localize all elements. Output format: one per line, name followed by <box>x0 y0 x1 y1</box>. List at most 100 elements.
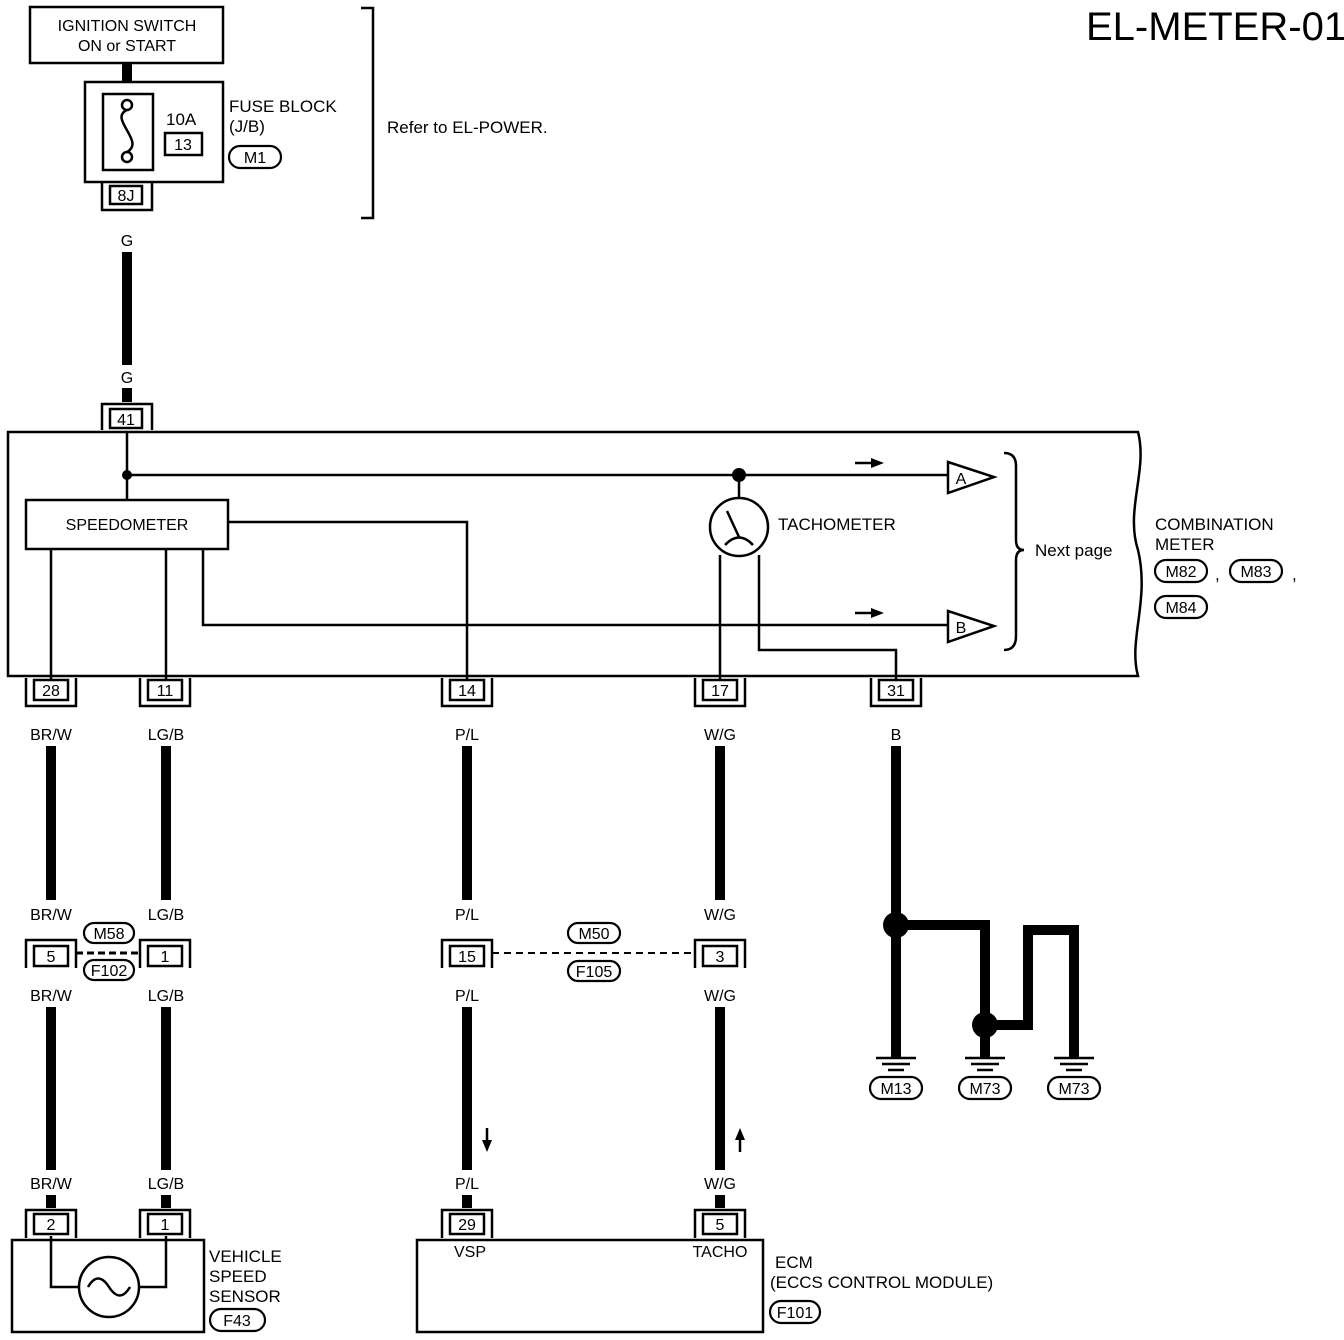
meter-input-terminal: 41 <box>117 412 135 429</box>
wire-wg-3: W/G <box>704 988 736 1005</box>
vss-line1: VEHICLE <box>209 1247 282 1266</box>
combination-meter-box <box>6 430 1143 678</box>
joint-connector-m58: 5 1 M58 F102 <box>24 921 192 982</box>
wire-wg-1: W/G <box>704 727 736 744</box>
fuse-block-title: FUSE BLOCK <box>229 97 337 116</box>
speedometer-label: SPEEDOMETER <box>66 517 189 534</box>
vss-line3: SENSOR <box>209 1287 281 1306</box>
vss-pin-1: 1 <box>161 1217 170 1234</box>
wire-brw-1: BR/W <box>30 727 73 744</box>
flow-arrow-icon <box>871 458 884 468</box>
fuse-block: 10A 13 8J FUSE BLOCK (J/B) M1 <box>83 80 337 212</box>
meter-terminal-11: 11 <box>138 678 192 708</box>
arrow-a-label: A <box>956 471 967 488</box>
connector-separator-2: , <box>1292 565 1297 584</box>
vss-pin-2: 2 <box>47 1217 56 1234</box>
joint-pin-3: 3 <box>716 949 725 966</box>
combination-meter-line1: COMBINATION <box>1155 515 1274 534</box>
ignition-line1: IGNITION SWITCH <box>58 18 197 35</box>
ignition-line2: ON or START <box>78 38 176 55</box>
joint-conn-m58: M58 <box>93 926 124 943</box>
wire-brw-2: BR/W <box>30 907 73 924</box>
fuse-icon <box>120 108 134 154</box>
wire-pl-2: P/L <box>455 907 479 924</box>
meter-terminal-14: 14 <box>440 678 494 708</box>
terminal-31-label: 31 <box>887 683 905 700</box>
ignition-switch: IGNITION SWITCH ON or START <box>28 5 225 65</box>
wire-b-g3: B <box>1023 968 1034 985</box>
joint-connector-m50: 15 3 M50 F105 <box>440 921 747 983</box>
fuse-block-connector: M1 <box>244 150 266 167</box>
meter-connector-2: M83 <box>1240 564 1271 581</box>
wire-pl-4: P/L <box>455 1176 479 1193</box>
ground-connector-3: M73 <box>1058 1081 1089 1098</box>
tachometer-label: TACHOMETER <box>778 515 896 534</box>
vehicle-speed-sensor: 2 1 VEHICLE SPEED SENSOR F43 <box>10 1208 282 1334</box>
next-page-label: Next page <box>1035 541 1113 560</box>
arrow-b-label: B <box>956 620 967 637</box>
speedometer-box <box>24 498 230 551</box>
ecm-tacho-label: TACHO <box>693 1244 748 1261</box>
vss-connector: F43 <box>223 1313 251 1330</box>
ecm-line2: (ECCS CONTROL MODULE) <box>770 1273 993 1292</box>
ecm-line1: ECM <box>775 1253 813 1272</box>
ground-icon <box>965 1056 1005 1072</box>
wire-color-g-top: G <box>121 233 133 250</box>
joint-conn-f102: F102 <box>91 963 128 980</box>
wire-lgb-2: LG/B <box>148 907 184 924</box>
wire-lgb-3: LG/B <box>148 988 184 1005</box>
fuse-block-sub: (J/B) <box>229 117 265 136</box>
wire-brw-3: BR/W <box>30 988 73 1005</box>
ecm-module: 29 5 VSP TACHO ECM (ECCS CONTROL MODULE)… <box>415 1208 993 1334</box>
signal-up-arrow-icon <box>735 1128 745 1140</box>
wire-lgb-4: LG/B <box>148 1176 184 1193</box>
signal-down-arrow-icon <box>482 1140 492 1152</box>
joint-conn-f105: F105 <box>576 964 613 981</box>
connector-separator-1: , <box>1215 565 1220 584</box>
next-page-a-icon <box>946 460 998 495</box>
tachometer-gauge-icon <box>708 496 770 558</box>
ecm-pin-29: 29 <box>458 1217 476 1234</box>
wire-lgb-1: LG/B <box>148 727 184 744</box>
ground-icon <box>1054 1056 1094 1072</box>
meter-terminal-31: 31 <box>869 678 923 708</box>
ecm-connector: F101 <box>777 1305 814 1322</box>
meter-terminal-28: 28 <box>24 678 78 708</box>
wire-b-g4: B <box>1069 968 1080 985</box>
page-id: EL-METER-01 <box>1086 5 1344 49</box>
next-page-b-icon <box>946 609 998 644</box>
joint-pin-5: 5 <box>47 949 56 966</box>
wire-wg-2: W/G <box>704 907 736 924</box>
meter-terminal-17: 17 <box>693 678 747 708</box>
ground-icon <box>876 1056 916 1072</box>
meter-connector-1: M82 <box>1165 564 1196 581</box>
terminal-17-label: 17 <box>711 683 729 700</box>
meter-connector-3: M84 <box>1165 600 1196 617</box>
terminal-14-label: 14 <box>458 683 476 700</box>
refer-text: Refer to EL-POWER. <box>387 118 548 137</box>
wire-pl-1: P/L <box>455 727 479 744</box>
joint-conn-m50: M50 <box>578 926 609 943</box>
flow-arrow-icon <box>871 608 884 618</box>
ecm-pin-5: 5 <box>716 1217 725 1234</box>
wire-b-g2: B <box>980 968 991 985</box>
ground-connector-2: M73 <box>969 1081 1000 1098</box>
wire-wg-4: W/G <box>704 1176 736 1193</box>
combination-meter-line2: METER <box>1155 535 1215 554</box>
fuse-number: 13 <box>174 137 192 154</box>
fuse-terminal: 8J <box>118 188 135 205</box>
wire-b-1: B <box>891 727 902 744</box>
vss-line2: SPEED <box>209 1267 267 1286</box>
wire-color-g-bottom: G <box>121 370 133 387</box>
ecm-vsp-label: VSP <box>454 1244 486 1261</box>
wire-pl-3: P/L <box>455 988 479 1005</box>
terminal-28-label: 28 <box>42 683 60 700</box>
joint-pin-1: 1 <box>161 949 170 966</box>
wire-b-g1: B <box>891 968 902 985</box>
terminal-11-label: 11 <box>157 683 174 700</box>
ground-connector-1: M13 <box>880 1081 911 1098</box>
joint-pin-15: 15 <box>458 949 476 966</box>
wire-brw-4: BR/W <box>30 1176 73 1193</box>
fuse-amps: 10A <box>166 110 197 129</box>
